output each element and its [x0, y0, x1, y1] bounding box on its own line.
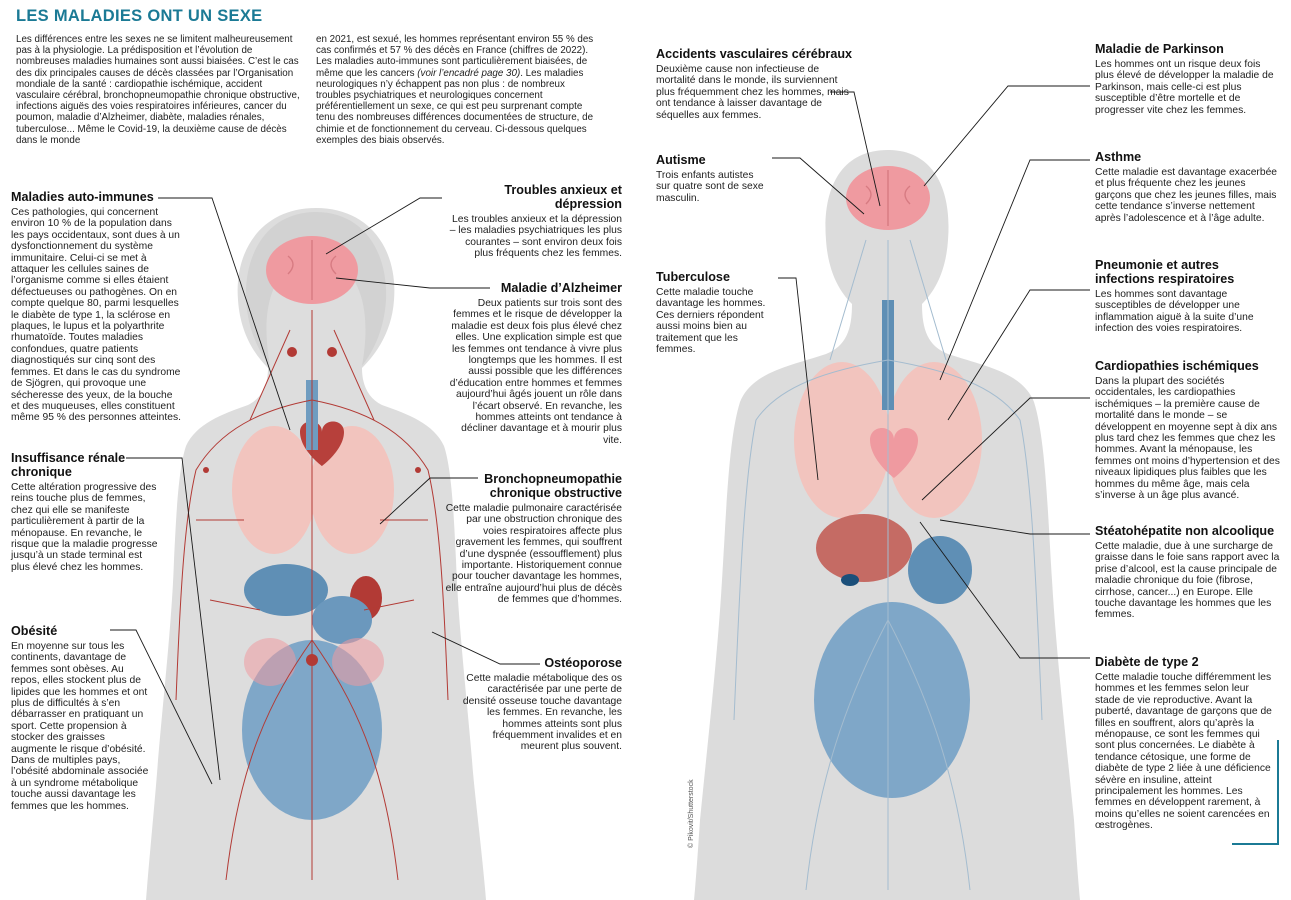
callout-obesity: Obésité En moyenne sur tous les continen…	[11, 624, 153, 812]
callout-title: Maladie de Parkinson	[1095, 42, 1224, 56]
male-brain-fold	[865, 170, 911, 226]
male-lung-right	[886, 362, 982, 518]
male-intestines	[814, 602, 970, 798]
callout-title: Troubles anxieux et dépression	[504, 183, 622, 211]
intro-column-1: Les différences entre les sexes ne se li…	[16, 34, 300, 146]
callout-text: Deuxième cause non infectieuse de mortal…	[656, 64, 849, 121]
intro-column-2: en 2021, est sexué, les hommes représent…	[316, 34, 600, 146]
callout-text: Dans la plupart des sociétés occidentale…	[1095, 376, 1280, 502]
callout-bpco: Bronchopneumopathie chronique obstructiv…	[444, 472, 622, 606]
callout-title: Obésité	[11, 624, 58, 638]
callout-title: Cardiopathies ischémiques	[1095, 359, 1259, 373]
female-liver	[244, 564, 328, 616]
callout-text: Cette altération progressive des reins t…	[11, 482, 158, 573]
intro-text-2a: en 2021, est sexué, les hommes représent…	[316, 34, 594, 79]
callout-text: Cette maladie, due à une surcharge de gr…	[1095, 541, 1280, 621]
callout-text: Les hommes sont davantage susceptibles d…	[1095, 289, 1254, 335]
callout-text: En moyenne sur tous les continents, dava…	[11, 641, 149, 812]
callout-text: Cette maladie touche davantage les homme…	[656, 287, 766, 356]
callout-alzheimer: Maladie d’Alzheimer Deux patients sur tr…	[444, 281, 622, 446]
female-stomach	[312, 596, 372, 644]
male-lymph-vessels	[733, 239, 1043, 891]
callout-title: Ostéoporose	[544, 656, 622, 670]
callout-text: Cette maladie pulmonaire caractérisée pa…	[445, 503, 622, 606]
male-heart	[870, 428, 918, 478]
callout-cardiopathy: Cardiopathies ischémiques Dans la plupar…	[1095, 359, 1281, 501]
female-lung-left	[232, 426, 316, 554]
callout-title: Pneumonie et autres infections respirato…	[1095, 258, 1235, 286]
intro-text-2b: . Les maladies neurologiques n’y échappe…	[316, 67, 594, 146]
callout-renal: Insuffisance rénale chronique Cette alté…	[11, 451, 163, 573]
female-silhouette	[146, 208, 486, 900]
image-credit: © Pikovit/Shutterstock	[688, 779, 695, 848]
female-fat-zone-left	[244, 638, 296, 686]
male-anatomy-figure	[694, 150, 1080, 900]
callout-anxiety: Troubles anxieux et dépression Les troub…	[444, 183, 622, 260]
callout-title: Diabète de type 2	[1095, 655, 1199, 669]
female-lung-right	[310, 426, 394, 554]
callout-diabetes-2: Diabète de type 2 Cette maladie touche d…	[1095, 655, 1273, 832]
callout-text: Ces pathologies, qui concernent environ …	[11, 207, 181, 424]
callout-title: Autisme	[656, 153, 706, 167]
callout-text: Les hommes ont un risque deux fois plus …	[1095, 59, 1274, 116]
callout-autism: Autisme Trois enfants autistes sur quatr…	[656, 153, 768, 204]
female-fat-zone-right	[332, 638, 384, 686]
male-kidney	[841, 574, 859, 586]
male-leader-lines	[772, 85, 1090, 659]
callout-text: Les troubles anxieux et la dépression – …	[449, 214, 622, 260]
female-anatomy-figure	[146, 208, 486, 900]
callout-nash: Stéatohépatite non alcoolique Cette mala…	[1095, 524, 1281, 621]
corner-bracket	[1232, 740, 1279, 845]
callout-text: Cette maladie métabolique des os caracté…	[462, 673, 622, 753]
intro-text-1: Les différences entre les sexes ne se li…	[16, 34, 300, 146]
callout-title: Maladies auto-immunes	[11, 190, 154, 204]
callout-title: Accidents vasculaires cérébraux	[656, 47, 853, 61]
callout-title: Insuffisance rénale chronique	[11, 451, 126, 479]
callout-title: Tuberculose	[656, 270, 730, 284]
callout-tuberculosis: Tuberculose Cette maladie touche davanta…	[656, 270, 776, 355]
callout-pneumonia: Pneumonie et autres infections respirato…	[1095, 258, 1281, 335]
male-liver	[816, 514, 912, 582]
callout-osteoporosis: Ostéoporose Cette maladie métabolique de…	[460, 656, 622, 753]
male-stomach	[908, 536, 972, 604]
female-leader-lines	[110, 197, 540, 785]
callout-text: Deux patients sur trois sont des femmes …	[449, 298, 622, 446]
female-brain-fold	[287, 240, 337, 300]
callout-text: Trois enfants autistes sur quatre sont d…	[656, 170, 764, 204]
page-title: LES MALADIES ONT UN SEXE	[16, 7, 263, 25]
callout-text: Cette maladie touche différemment les ho…	[1095, 672, 1272, 832]
female-lymph-vessels	[175, 310, 449, 881]
callout-title: Bronchopneumopathie chronique obstructiv…	[484, 472, 622, 500]
callout-auto-immune: Maladies auto-immunes Ces pathologies, q…	[11, 190, 183, 424]
callout-title: Maladie d’Alzheimer	[500, 281, 622, 295]
female-lymph-nodes	[203, 347, 421, 666]
intro-text-2-em: (voir l’encadré page 30)	[417, 67, 521, 79]
callout-title: Stéatohépatite non alcoolique	[1095, 524, 1275, 538]
callout-text: Cette maladie est davantage exacerbée et…	[1095, 167, 1278, 224]
callout-avc: Accidents vasculaires cérébraux Deuxième…	[656, 47, 852, 121]
callout-title: Asthme	[1095, 150, 1142, 164]
callout-parkinson: Maladie de Parkinson Les hommes ont un r…	[1095, 42, 1279, 116]
callout-asthma: Asthme Cette maladie est davantage exace…	[1095, 150, 1281, 224]
